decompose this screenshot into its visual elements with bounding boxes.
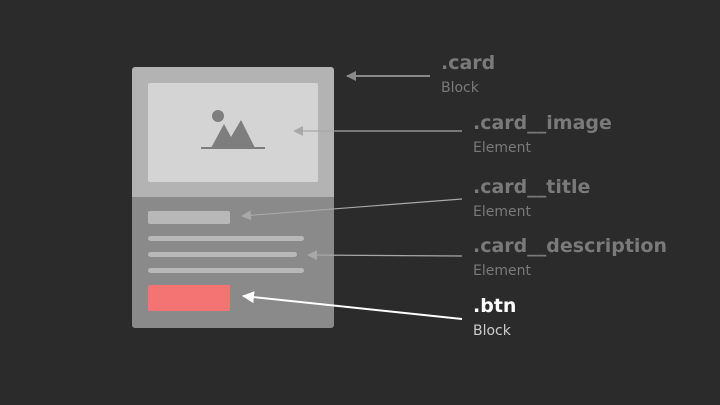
arrow-card-description <box>307 250 463 261</box>
annotation-card-title: .card <box>441 52 495 74</box>
annotation-card-title-type: Element <box>473 204 531 220</box>
annotation-btn-title: .btn <box>473 295 516 317</box>
annotation-card-title-title: .card__title <box>473 176 590 198</box>
annotation-btn-type: Block <box>473 323 512 339</box>
annotation-card-image-type: Element <box>473 140 531 156</box>
card-image-element <box>148 83 318 182</box>
card-title-element <box>148 211 230 224</box>
arrow-card-title <box>241 198 463 221</box>
btn-block <box>148 285 230 311</box>
annotation-card-type: Block <box>441 80 480 96</box>
arrow-btn <box>242 291 463 320</box>
mountain-image-icon <box>201 110 265 149</box>
annotation-card-image-title: .card__image <box>473 112 612 134</box>
card-description-element <box>148 236 304 273</box>
annotation-card-description-type: Element <box>473 263 531 279</box>
annotation-card-description-title: .card__description <box>473 235 667 257</box>
